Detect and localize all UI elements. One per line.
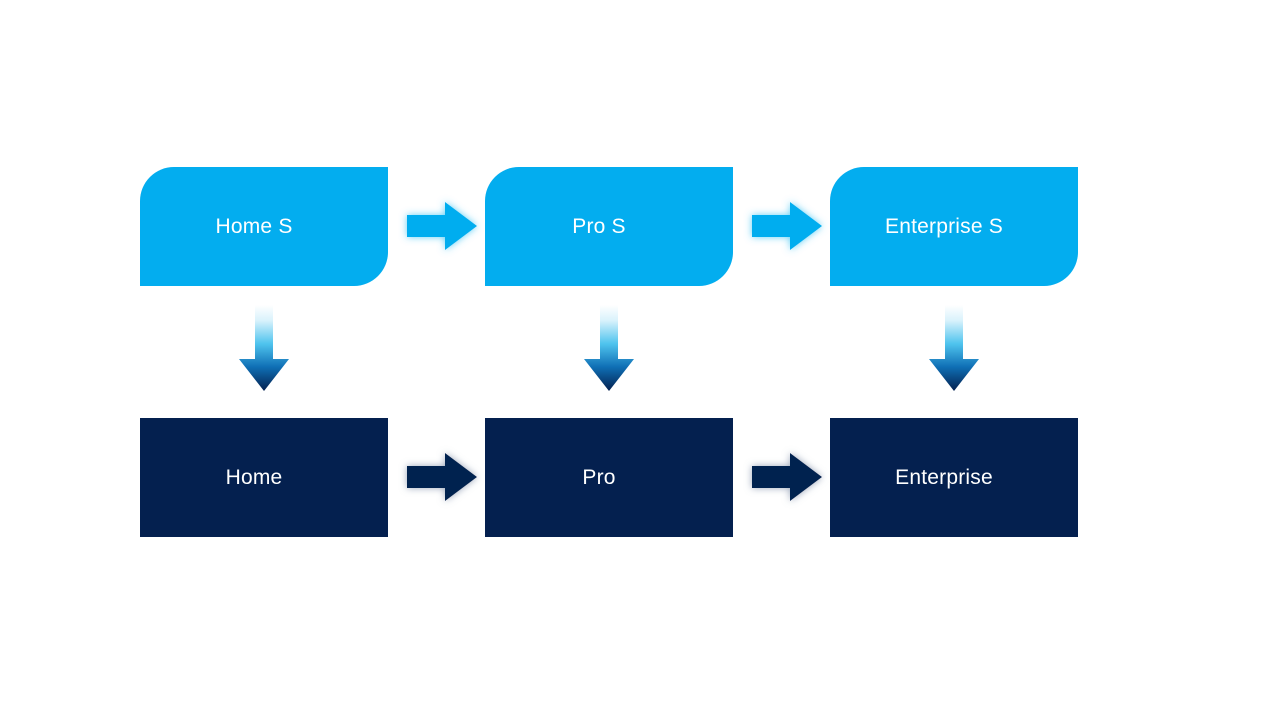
node-home-label: Home bbox=[225, 465, 283, 489]
right-arrow-icon-products-1 bbox=[405, 450, 479, 504]
node-home-s[interactable]: Home S bbox=[140, 167, 388, 286]
node-home[interactable]: Home bbox=[140, 418, 388, 537]
node-enterprise-s[interactable]: Enterprise S bbox=[830, 167, 1078, 286]
right-arrow-icon-services-2 bbox=[750, 199, 824, 253]
node-enterprise-label: Enterprise bbox=[895, 465, 993, 489]
right-arrow-icon-services-1 bbox=[405, 199, 479, 253]
node-pro-label: Pro bbox=[582, 465, 616, 489]
node-enterprise[interactable]: Enterprise bbox=[830, 418, 1078, 537]
node-pro-s[interactable]: Pro S bbox=[485, 167, 733, 286]
node-pro-s-label: Pro S bbox=[572, 214, 626, 238]
node-pro[interactable]: Pro bbox=[485, 418, 733, 537]
node-enterprise-s-label: Enterprise S bbox=[885, 214, 1003, 238]
down-arrow-icon-pro bbox=[579, 305, 639, 395]
node-home-s-label: Home S bbox=[215, 214, 293, 238]
down-arrow-icon-enterprise bbox=[924, 305, 984, 395]
down-arrow-icon-home bbox=[234, 305, 294, 395]
right-arrow-icon-products-2 bbox=[750, 450, 824, 504]
